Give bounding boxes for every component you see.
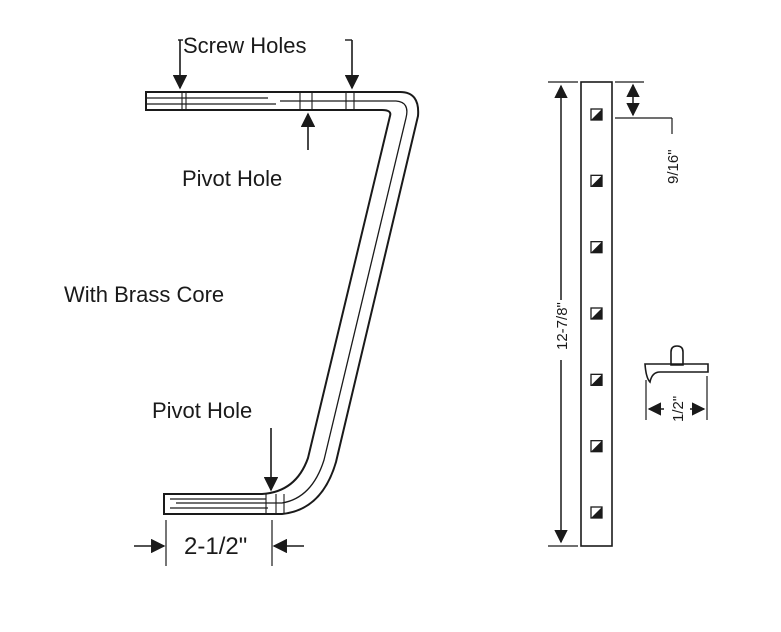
brass-core-label: With Brass Core xyxy=(64,282,224,307)
top-flange-holes xyxy=(181,92,355,110)
bottom-flange-holes xyxy=(265,494,285,514)
strip-hole xyxy=(590,440,603,453)
strip-holes xyxy=(590,108,603,519)
spacing-dimension xyxy=(615,81,673,134)
strip-hole xyxy=(590,174,603,187)
width-dimension xyxy=(134,520,304,566)
spacing-dimension-label: 9/16" xyxy=(665,149,682,184)
length-dimension xyxy=(548,81,578,547)
strip-hole xyxy=(590,307,603,320)
strip-hole xyxy=(590,506,603,519)
brass-core-line xyxy=(176,100,408,504)
straight-strip-drawing: 12-7/8" 9/16" 1/2" xyxy=(548,81,709,547)
profile-dimension-label: 1/2" xyxy=(670,396,687,422)
pivot-seal-drawing: Screw Holes Pivot Hole With Brass Core P… xyxy=(64,33,420,566)
pivot-hole-top-label: Pivot Hole xyxy=(182,166,282,191)
pivot-hole-bottom-label: Pivot Hole xyxy=(152,398,252,423)
length-dimension-label: 12-7/8" xyxy=(554,302,571,350)
strip-hole xyxy=(590,241,603,254)
width-dimension-label: 2-1/2" xyxy=(184,533,247,560)
strip-profile xyxy=(644,345,709,420)
seal-outer-outline xyxy=(145,91,420,515)
strip-hole xyxy=(590,373,603,386)
screw-holes-label: Screw Holes xyxy=(183,33,306,58)
strip-hole xyxy=(590,108,603,121)
